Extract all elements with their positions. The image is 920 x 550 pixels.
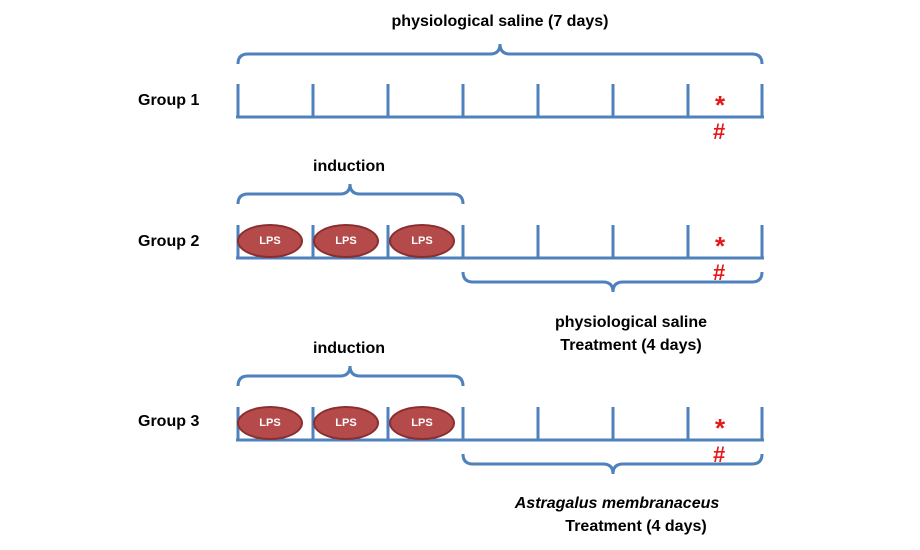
group2-treatment-line2: Treatment (4 days)	[560, 337, 702, 354]
group1-label: Group 1	[138, 92, 200, 109]
lps-label: LPS	[259, 417, 281, 429]
group3-induction-brace	[236, 365, 465, 387]
lps-label: LPS	[335, 417, 357, 429]
group2-lps-ellipse-1: LPS	[237, 224, 303, 258]
lps-label: LPS	[335, 235, 357, 247]
group3-treatment-brace	[461, 453, 764, 475]
group2-label: Group 2	[138, 233, 200, 250]
lps-label: LPS	[411, 235, 433, 247]
group2-induction-label: induction	[313, 158, 385, 175]
group1-top-label: physiological saline (7 days)	[391, 13, 609, 30]
group3-star-marker: *	[715, 413, 726, 443]
lps-label: LPS	[259, 235, 281, 247]
group3-hash-marker: #	[713, 442, 726, 467]
group2-ticks	[236, 225, 764, 258]
group3-lps-ellipse-1: LPS	[237, 406, 303, 440]
group3-treatment-line1: Astragalus membranaceus	[514, 495, 720, 512]
group3-lps-ellipse-3: LPS	[389, 406, 455, 440]
group1-star-marker: *	[715, 90, 726, 120]
group2-star-marker: *	[715, 231, 726, 261]
group2-lps-ellipse-3: LPS	[389, 224, 455, 258]
group2-induction-brace	[236, 183, 465, 205]
group1-hash-marker: #	[713, 119, 726, 144]
group1-ticks	[236, 84, 764, 117]
group2-treatment-brace	[461, 271, 764, 293]
group2-treatment-line1: physiological saline	[554, 314, 708, 331]
group2-lps-ellipse-2: LPS	[313, 224, 379, 258]
group1-top-brace	[236, 43, 764, 65]
group3-induction-label: induction	[313, 340, 385, 357]
group3-label: Group 3	[138, 413, 200, 430]
lps-label: LPS	[411, 417, 433, 429]
group3-lps-ellipse-2: LPS	[313, 406, 379, 440]
group2-hash-marker: #	[713, 260, 726, 285]
group3-treatment-line2: Treatment (4 days)	[565, 518, 707, 535]
